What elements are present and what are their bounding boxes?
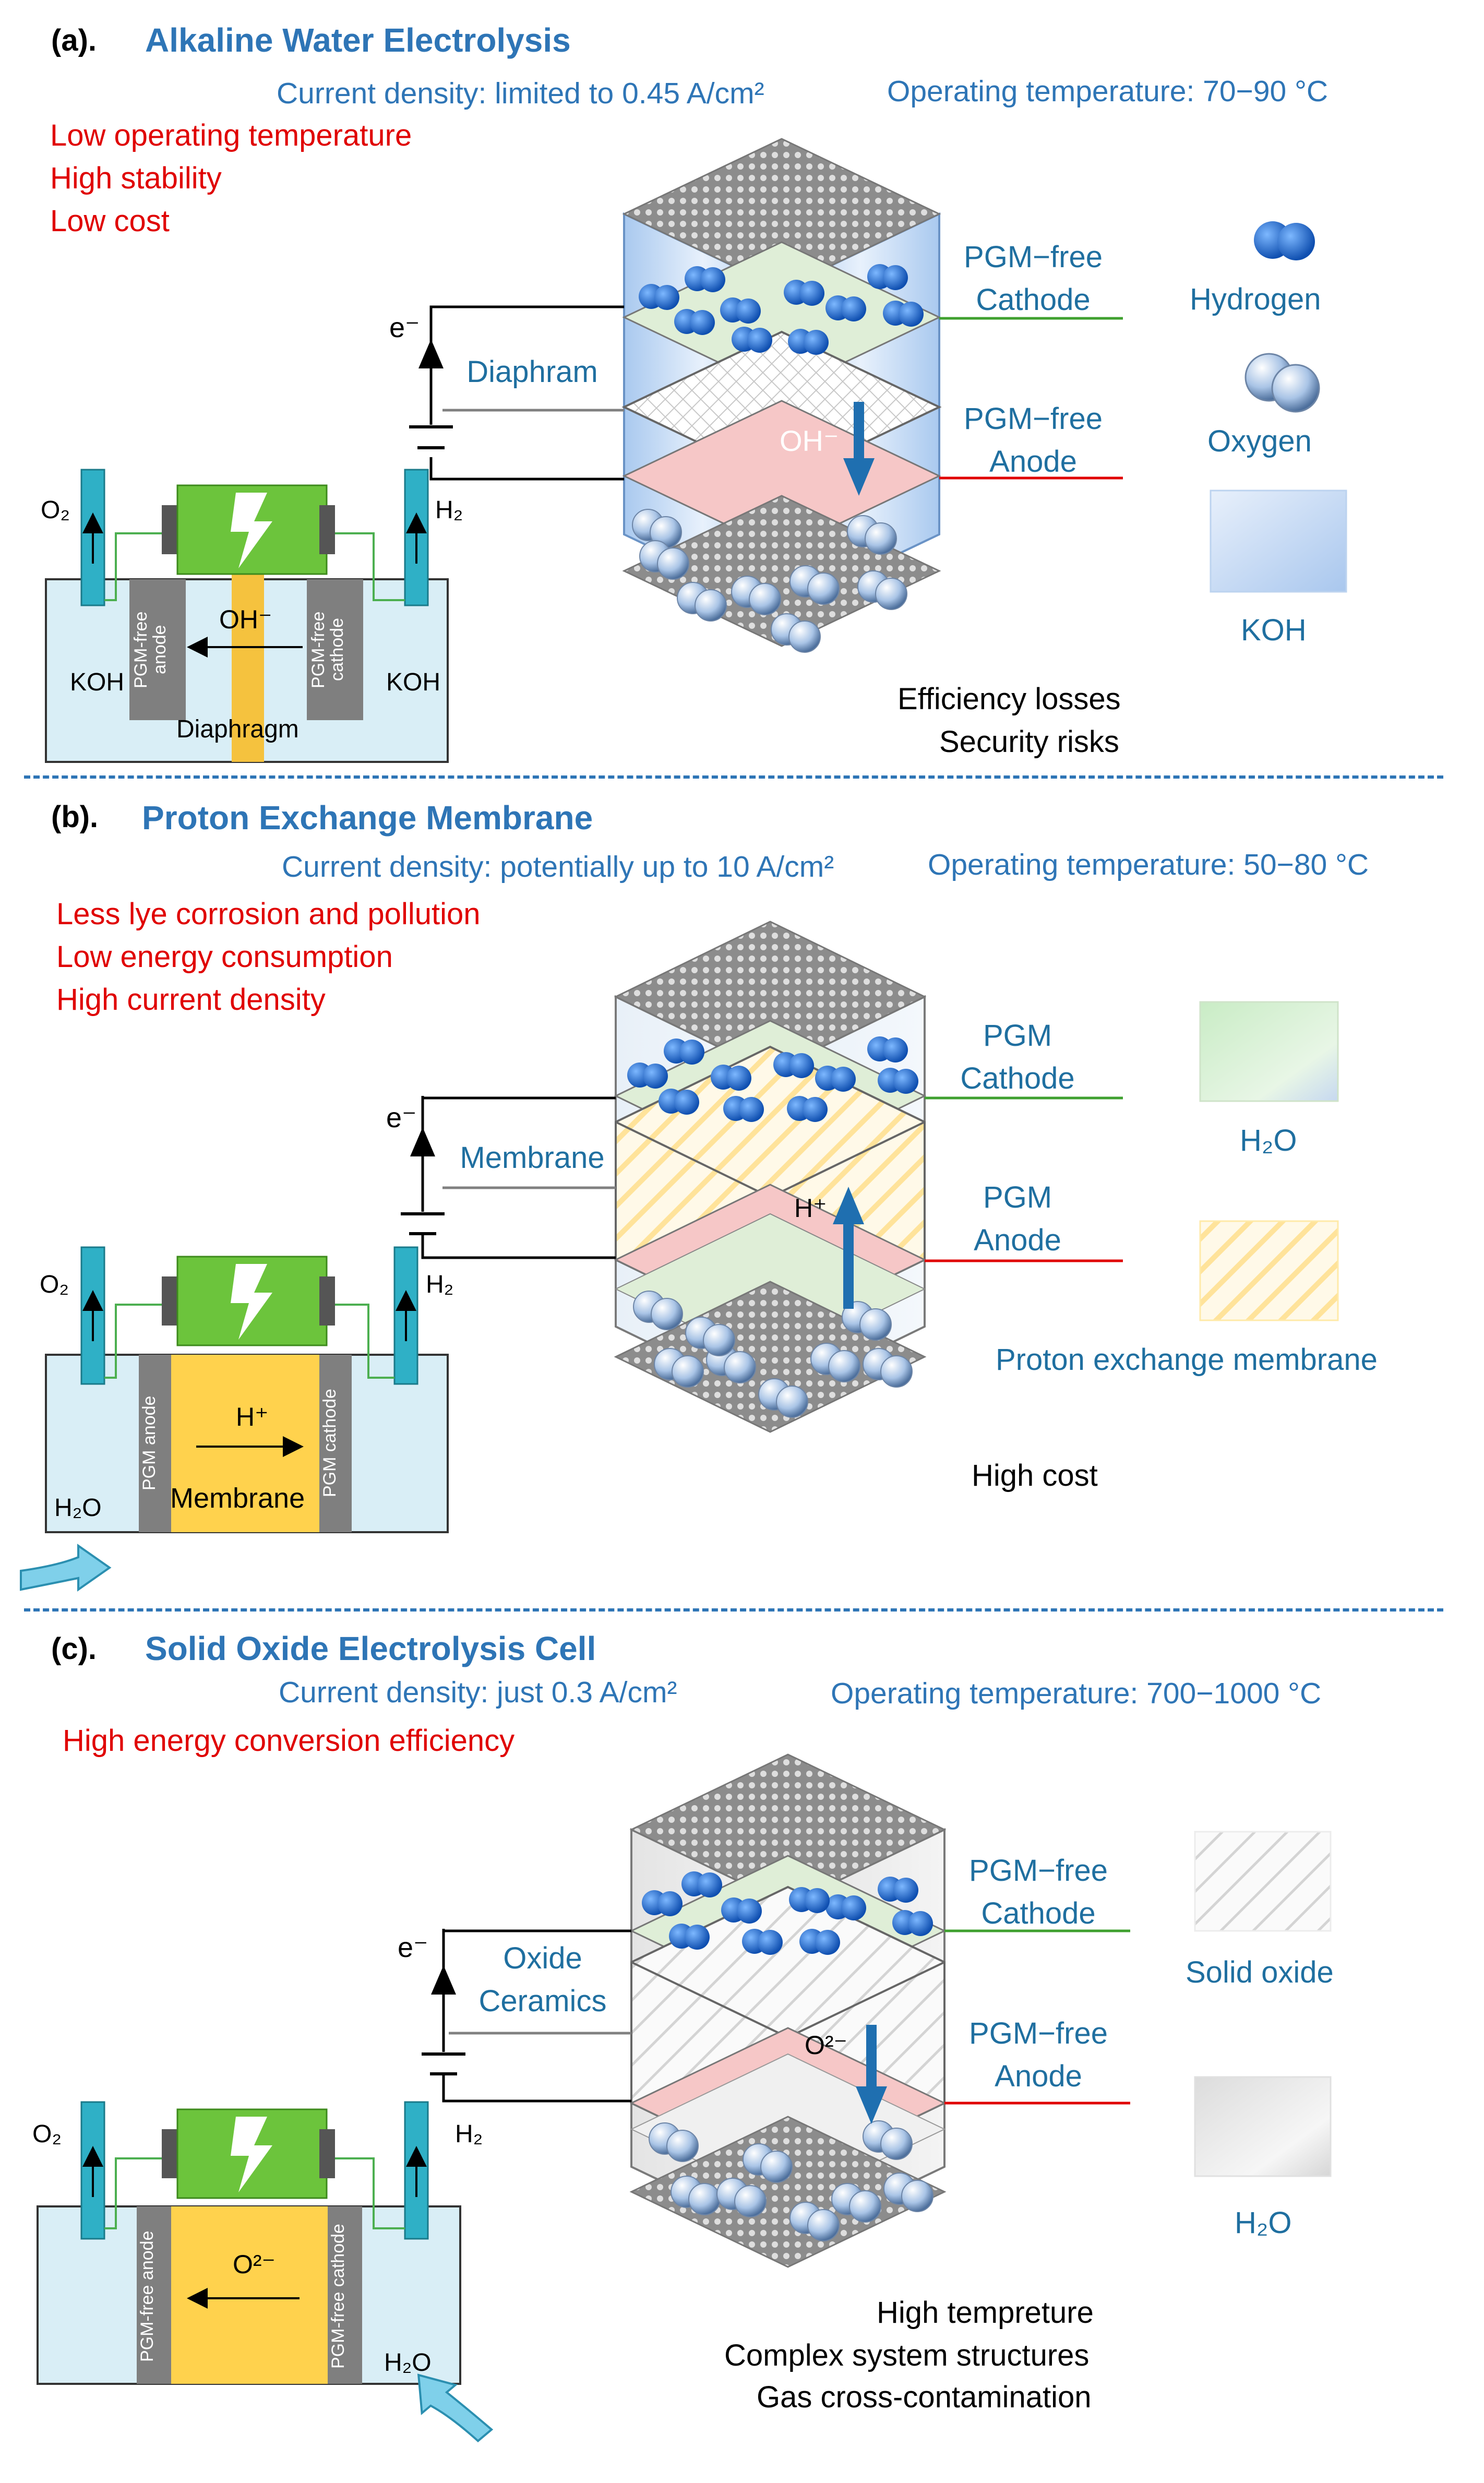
panel-a-electrolyte-right: KOH <box>386 668 441 696</box>
panel-b-cell-anode: PGM anode <box>139 1395 159 1490</box>
panel-c-cell <box>37 2101 494 2443</box>
panel-c-stack-ion: O²⁻ <box>805 2031 847 2060</box>
panel-a-cathode-label: PGM−free Cathode <box>964 240 1103 317</box>
panel-b-separator-label: Membrane <box>460 1141 605 1175</box>
panel-b-electron: e⁻ <box>386 1102 417 1133</box>
panel-c-advantage: High energy conversion efficiency <box>63 1724 515 1758</box>
panel-a-title: Alkaline Water Electrolysis <box>145 21 571 59</box>
panel-a-legend-oxygen: Oxygen <box>1207 424 1312 458</box>
panel-c-current-density: Current density: just 0.3 A/cm² <box>279 1676 677 1709</box>
panel-c-temperature: Operating temperature: 700−1000 °C <box>831 1677 1322 1710</box>
panel-b-label: (b). <box>51 800 99 834</box>
panel-a-legend-icons <box>1210 221 1347 593</box>
panel-c-cell-cathode: PGM-free cathode <box>328 2224 348 2369</box>
panel-a-cell-cathode: PGM-free cathode <box>308 611 347 688</box>
panel-c-electrolyte: H₂O <box>384 2349 432 2377</box>
divider-bc <box>24 1608 1443 1611</box>
panel-b-advantage: High current density <box>56 983 326 1017</box>
panel-b-legend-membrane: Proton exchange membrane <box>996 1343 1378 1377</box>
panel-a-gas-right: H₂ <box>435 496 463 524</box>
panel-c-disadvantage: Complex system structures <box>724 2338 1090 2372</box>
panel-a-advantage: Low cost <box>50 204 170 238</box>
panel-a-cell-separator: Diaphragm <box>176 715 299 743</box>
panel-b-advantage: Low energy consumption <box>56 940 393 974</box>
panel-c-cell-anode: PGM-free anode <box>137 2230 157 2362</box>
panel-b-cell <box>20 1246 449 1592</box>
panel-a-stack-ion: OH⁻ <box>780 424 839 457</box>
panel-b-stack-ion: H⁺ <box>794 1193 827 1223</box>
panel-c-legend-icons <box>1194 1831 1332 2177</box>
panel-a-stack <box>621 138 942 653</box>
panel-c-cell-ion: O²⁻ <box>233 2250 276 2279</box>
panel-b-stack <box>614 921 927 1433</box>
panel-c-disadvantage: Gas cross-contamination <box>757 2380 1092 2414</box>
divider-ab <box>24 775 1443 779</box>
panel-b-cell-cathode: PGM cathode <box>320 1389 340 1497</box>
panel-a-anode-label: PGM−free Anode <box>964 402 1103 479</box>
panel-c-cathode-label: PGM−free Cathode <box>969 1854 1108 1930</box>
panel-c-legend-water: H₂O <box>1235 2206 1292 2240</box>
panel-c-stack <box>629 1753 947 2268</box>
panel-a-label: (a). <box>51 23 97 57</box>
panel-b-gas-left: O₂ <box>40 1271 69 1298</box>
panel-b-gas-right: H₂ <box>426 1271 454 1298</box>
panel-b-cell-ion: H⁺ <box>236 1402 269 1431</box>
panel-a-cell-ion: OH⁻ <box>219 605 272 634</box>
panel-c-electron: e⁻ <box>398 1932 428 1963</box>
panel-c-legend-solid-oxide: Solid oxide <box>1186 1955 1334 1989</box>
panel-c-gas-left: O₂ <box>32 2120 62 2148</box>
panel-b-anode-label: PGM Anode <box>974 1180 1061 1257</box>
panel-a-legend-koh: KOH <box>1241 613 1307 647</box>
panel-c-disadvantage: High tempreture <box>877 2296 1094 2330</box>
panel-a-separator-label: Diaphram <box>466 355 598 389</box>
panel-b-cathode-label: PGM Cathode <box>960 1019 1075 1095</box>
panel-a-electrolyte-left: KOH <box>70 668 125 696</box>
panel-a-disadvantage: Security risks <box>939 725 1119 759</box>
panel-b-electrolyte: H₂O <box>54 1494 102 1522</box>
panel-b-temperature: Operating temperature: 50−80 °C <box>928 848 1369 881</box>
panel-c-separator-label: Oxide Ceramics <box>478 1941 607 2018</box>
panel-a-advantage: Low operating temperature <box>50 118 412 152</box>
panel-a-temperature: Operating temperature: 70−90 °C <box>887 75 1329 108</box>
panel-a-gas-left: O₂ <box>41 496 70 524</box>
panel-b-cell-separator: Membrane <box>170 1483 305 1514</box>
panel-a-legend-hydrogen: Hydrogen <box>1190 282 1321 316</box>
panel-c-wires <box>442 1929 1130 2105</box>
panel-a-wires <box>429 305 1123 481</box>
panel-a-cell-anode: PGM-free anode <box>131 611 170 688</box>
panel-b-title: Proton Exchange Membrane <box>142 799 593 837</box>
panel-b-legend-icons <box>1199 1001 1339 1321</box>
panel-a-cell <box>45 469 449 763</box>
panel-b-advantage: Less lye corrosion and pollution <box>56 897 481 931</box>
panel-a-electron: e⁻ <box>389 312 420 343</box>
panel-b-current-density: Current density: potentially up to 10 A/… <box>282 850 834 884</box>
panel-c-anode-label: PGM−free Anode <box>969 2016 1108 2093</box>
panel-c-title: Solid Oxide Electrolysis Cell <box>145 1630 596 1667</box>
panel-a-disadvantage: Efficiency losses <box>897 682 1121 716</box>
panel-b-disadvantage: High cost <box>972 1459 1098 1493</box>
panel-b-legend-water: H₂O <box>1240 1124 1297 1157</box>
panel-c-label: (c). <box>51 1632 97 1666</box>
panel-c-gas-right: H₂ <box>455 2120 483 2148</box>
panel-a-current-density: Current density: limited to 0.45 A/cm² <box>277 77 764 110</box>
panel-a-advantage: High stability <box>50 161 222 195</box>
